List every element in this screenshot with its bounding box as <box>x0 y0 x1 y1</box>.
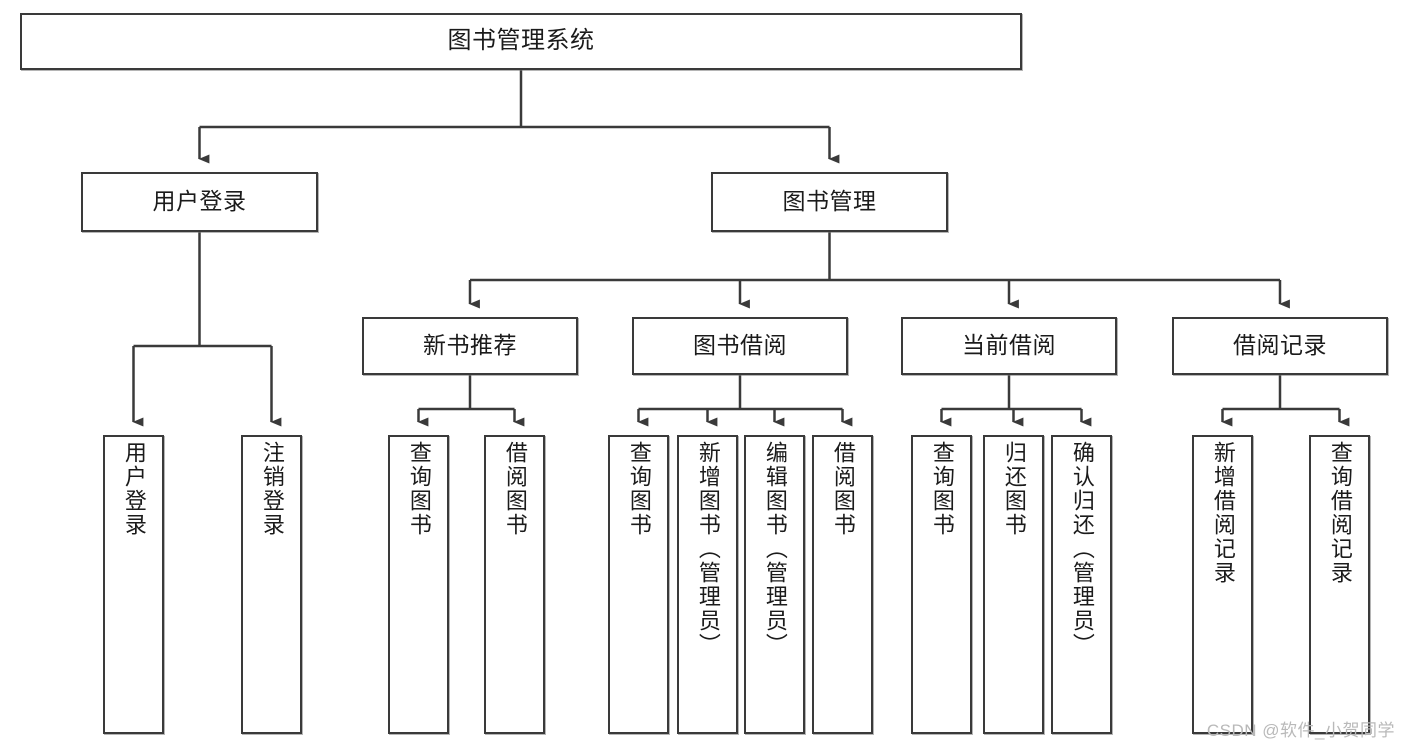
node-leaf-confirm-return[interactable]: 确认归还（管理员） <box>1051 435 1112 734</box>
node-leaf-query-book-3[interactable]: 查询图书 <box>911 435 972 734</box>
node-label: 借阅记录 <box>1233 332 1327 359</box>
node-user-login[interactable]: 用户登录 <box>81 172 318 232</box>
node-label: 图书管理 <box>782 188 877 215</box>
node-leaf-return-book[interactable]: 归还图书 <box>983 435 1044 734</box>
node-label: 编辑图书（管理员） <box>762 441 788 657</box>
node-label: 图书借阅 <box>693 332 787 359</box>
node-leaf-add-record[interactable]: 新增借阅记录 <box>1192 435 1253 734</box>
node-leaf-query-book-1[interactable]: 查询图书 <box>388 435 449 734</box>
node-label: 用户登录 <box>152 188 247 215</box>
node-label: 借阅图书 <box>830 441 856 537</box>
node-label: 新书推荐 <box>423 332 517 359</box>
node-leaf-user-login[interactable]: 用户登录 <box>103 435 164 734</box>
node-label: 当前借阅 <box>962 332 1056 359</box>
node-label: 查询图书 <box>929 441 955 537</box>
node-label: 新增借阅记录 <box>1210 441 1236 585</box>
node-label: 查询图书 <box>406 441 432 537</box>
node-book-manage[interactable]: 图书管理 <box>711 172 948 232</box>
node-borrow-record[interactable]: 借阅记录 <box>1172 317 1388 375</box>
node-leaf-add-book[interactable]: 新增图书（管理员） <box>677 435 738 734</box>
node-leaf-borrow-book-1[interactable]: 借阅图书 <box>484 435 545 734</box>
node-label: 新增图书（管理员） <box>695 441 721 657</box>
node-label: 归还图书 <box>1001 441 1027 537</box>
node-leaf-edit-book[interactable]: 编辑图书（管理员） <box>744 435 805 734</box>
node-label: 查询图书 <box>626 441 652 537</box>
node-label: 用户登录 <box>121 441 147 537</box>
node-label: 查询借阅记录 <box>1327 441 1353 585</box>
watermark: CSDN @软件_小贺同学 <box>1206 721 1395 740</box>
node-new-book-rec[interactable]: 新书推荐 <box>362 317 578 375</box>
node-leaf-query-book-2[interactable]: 查询图书 <box>608 435 669 734</box>
node-label: 借阅图书 <box>502 441 528 537</box>
node-leaf-borrow-book-2[interactable]: 借阅图书 <box>812 435 873 734</box>
node-root[interactable]: 图书管理系统 <box>20 13 1022 70</box>
node-current-borrow[interactable]: 当前借阅 <box>901 317 1117 375</box>
node-leaf-query-record[interactable]: 查询借阅记录 <box>1309 435 1370 734</box>
node-label: 确认归还（管理员） <box>1069 441 1095 657</box>
node-label: 注销登录 <box>259 441 285 537</box>
node-book-borrow[interactable]: 图书借阅 <box>632 317 848 375</box>
node-label: 图书管理系统 <box>447 27 595 55</box>
node-leaf-logout[interactable]: 注销登录 <box>241 435 302 734</box>
